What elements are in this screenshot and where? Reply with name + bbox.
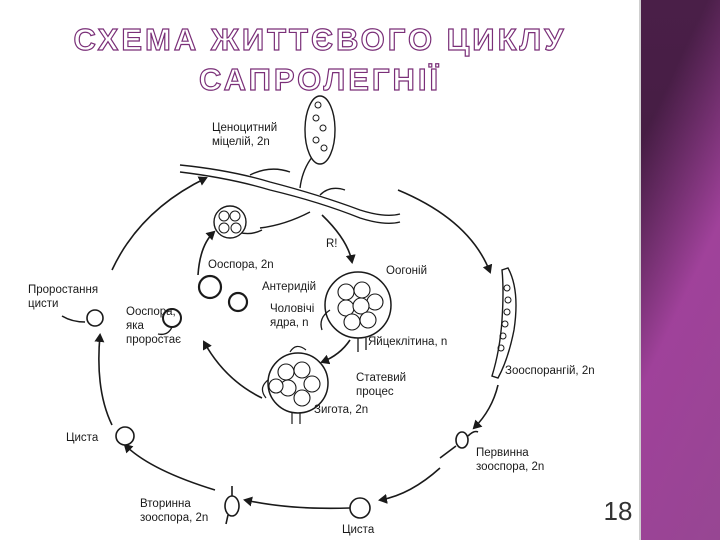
label-cyst-germ-line2: цисти	[28, 298, 58, 310]
arrow-cyst-to-secondary	[243, 496, 351, 510]
label-oospore-germ-line2: яка	[126, 320, 145, 332]
arrow-mycelium-to-oogonium	[321, 214, 356, 264]
label-sexual-line2: процес	[356, 386, 394, 398]
sporangium-top	[304, 95, 336, 165]
arrow-zoosporangium-to-primary	[472, 384, 499, 430]
label-coenocytic-line2: міцелій, 2n	[212, 136, 270, 148]
side-panel-gradient	[641, 0, 720, 540]
zoosporangium	[491, 267, 517, 379]
cyst-germination-drawing	[61, 309, 104, 327]
label-secondary-line1: Вторинна	[140, 498, 191, 510]
arrow-primary-to-cyst	[378, 467, 441, 504]
arrow-cyst-to-germination	[94, 333, 113, 426]
label-oospore-germ-line3: проростає	[126, 334, 181, 346]
secondary-zoospore-drawing	[224, 486, 240, 525]
arrow-germination-to-mycelium	[111, 176, 208, 271]
slide-title-line2: САПРОЛЕГНІЇ	[198, 61, 442, 97]
label-cyst-bottom: Циста	[342, 524, 375, 536]
label-r-mark: R!	[326, 238, 338, 250]
label-male-nuclei-line1: Чоловічі	[270, 303, 314, 315]
arrow-oogonium-to-zygote	[320, 339, 351, 365]
oospore-2	[227, 291, 249, 313]
side-divider	[639, 0, 641, 540]
label-coenocytic-line1: Ценоцитний	[212, 122, 277, 134]
page-number: 18	[603, 496, 633, 526]
label-oospore: Ооспора, 2n	[208, 259, 274, 271]
arrow-oospore-to-mycelium	[197, 230, 216, 276]
slide-title-line1: СХЕМА ЖИТТЄВОГО ЦИКЛУ	[73, 21, 567, 57]
oospore-1	[197, 274, 223, 300]
label-antheridium: Антеридій	[262, 281, 316, 293]
label-cyst-left: Циста	[66, 432, 99, 444]
label-sexual-line1: Статевий	[356, 372, 406, 384]
label-primary-line1: Первинна	[476, 447, 529, 459]
cyst-bottom	[349, 497, 371, 519]
arrow-zygote-to-oospore	[203, 340, 263, 399]
arrow-secondary-to-cyst	[123, 443, 216, 491]
life-cycle-diagram: Ценоцитний міцелій, 2n R! Ооспора, 2n Оо…	[28, 95, 595, 536]
cyst-left	[115, 426, 135, 446]
primary-zoospore-drawing	[439, 430, 479, 459]
label-oogonium: Оогоній	[386, 265, 427, 277]
label-egg-cell: Яйцеклітина, n	[368, 336, 447, 348]
label-secondary-line2: зооспора, 2n	[140, 512, 208, 524]
label-primary-line2: зооспора, 2n	[476, 461, 544, 473]
label-oospore-germ-line1: Ооспора,	[126, 306, 176, 318]
mycelium-drawing	[179, 139, 401, 235]
label-zoosporangium: Зооспорангій, 2n	[505, 365, 595, 377]
label-male-nuclei-line2: ядра, n	[270, 317, 309, 329]
label-zygote: Зигота, 2n	[314, 404, 368, 416]
oogonium-small	[213, 205, 247, 239]
arrow-mycelium-to-zoosporangium	[397, 189, 493, 274]
label-cyst-germ-line1: Проростання	[28, 284, 98, 296]
